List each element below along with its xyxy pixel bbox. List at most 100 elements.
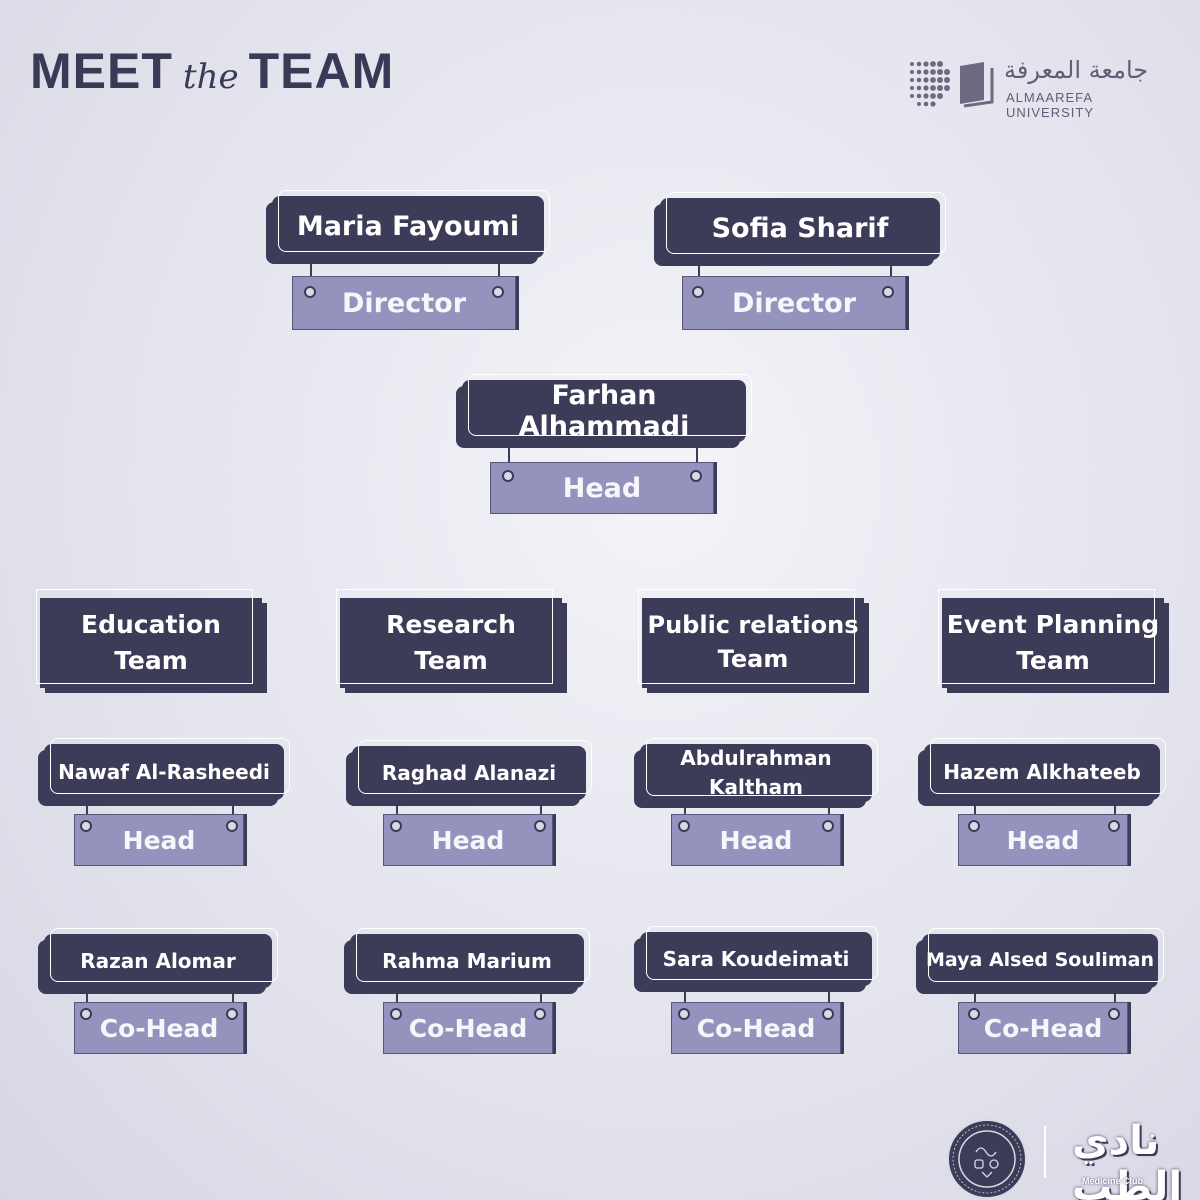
hanging-string <box>232 988 234 1006</box>
role-plate: Director <box>682 276 906 330</box>
name-plate: Maya Alsed Souliman <box>922 928 1164 988</box>
pin-icon <box>226 1008 238 1020</box>
hanging-string <box>310 258 312 276</box>
name-plate: Nawaf Al-Rasheedi <box>44 738 290 800</box>
pin-icon <box>534 1008 546 1020</box>
hanging-string <box>86 800 88 816</box>
pin-icon <box>678 1008 690 1020</box>
person-name: Maya Alsed Souliman <box>925 949 1155 972</box>
pin-icon <box>492 286 504 298</box>
role-label: Co-Head <box>696 1013 816 1043</box>
person-name: Sofia Sharif <box>711 213 889 245</box>
hanging-string <box>1114 800 1116 816</box>
role-plate: Head <box>74 814 244 866</box>
team-suffix: Team <box>114 646 188 675</box>
team-name: Education <box>81 609 221 639</box>
role-plate: Co-Head <box>74 1002 244 1054</box>
hanging-string <box>396 800 398 816</box>
role-plate: Head <box>671 814 841 866</box>
role-label: Head <box>122 825 196 855</box>
hanging-string <box>540 800 542 816</box>
role-label: Head <box>719 825 793 855</box>
role-label: Director <box>731 287 857 319</box>
role-label: Co-Head <box>983 1013 1103 1043</box>
hanging-string <box>232 800 234 816</box>
university-name-english: ALMAAREFA UNIVERSITY <box>1006 90 1095 120</box>
team-plate: Research Team <box>336 589 562 688</box>
team-plate: Event Planning Team <box>938 589 1164 688</box>
team-name: Event Planning <box>946 609 1160 639</box>
pin-icon <box>80 820 92 832</box>
person-name: Razan Alomar <box>80 948 236 973</box>
pin-icon <box>968 1008 980 1020</box>
name-plate: Raghad Alanazi <box>352 740 592 800</box>
interest-group-seal-icon <box>947 1119 1027 1199</box>
name-plate: Maria Fayoumi <box>272 190 550 258</box>
pin-icon <box>822 1008 834 1020</box>
person-name: Maria Fayoumi <box>296 211 520 243</box>
hanging-string <box>828 986 830 1004</box>
hanging-string <box>508 442 510 462</box>
title-team: TEAM <box>248 43 395 99</box>
pin-icon <box>1108 820 1120 832</box>
person-name: Sara Koudeimati <box>662 946 850 971</box>
medicine-club-logo-english: Medicine Club <box>1082 1176 1144 1186</box>
title-the: the <box>182 57 239 97</box>
pin-icon <box>822 820 834 832</box>
dot-grid-icon <box>910 61 950 107</box>
hanging-string <box>684 802 686 816</box>
pin-icon <box>692 286 704 298</box>
team-plate: Education Team <box>36 589 262 688</box>
role-plate: Head <box>958 814 1128 866</box>
person-name-line1: Abdulrahman <box>680 746 832 770</box>
role-plate: Head <box>383 814 553 866</box>
pin-icon <box>226 820 238 832</box>
pin-icon <box>690 470 702 482</box>
hanging-string <box>698 260 700 276</box>
role-label: Head <box>431 825 505 855</box>
pin-icon <box>304 286 316 298</box>
pin-icon <box>1108 1008 1120 1020</box>
name-plate: Razan Alomar <box>44 928 278 988</box>
hanging-string <box>1114 988 1116 1006</box>
pin-icon <box>502 470 514 482</box>
hanging-string <box>696 442 698 462</box>
person-name: Raghad Alanazi <box>381 760 557 785</box>
name-plate: Abdulrahman Kaltham <box>640 738 878 802</box>
role-label: Head <box>1006 825 1080 855</box>
university-logo: جامعة المعرفة ALMAAREFA UNIVERSITY <box>908 56 1168 120</box>
name-plate: Farhan Alhammadi <box>462 374 752 442</box>
hanging-string <box>828 802 830 816</box>
title-meet: MEET <box>30 43 173 99</box>
name-plate: Sara Koudeimati <box>640 926 878 986</box>
person-name: Rahma Marium <box>382 948 552 973</box>
role-label: Head <box>562 472 642 504</box>
name-plate: Rahma Marium <box>350 928 590 988</box>
medicine-club-logo-arabic: نادي الطب <box>1072 1118 1183 1200</box>
team-suffix: Team <box>414 646 488 675</box>
role-plate: Co-Head <box>671 1002 841 1054</box>
pin-icon <box>678 820 690 832</box>
pin-icon <box>534 820 546 832</box>
team-name: Public relations <box>647 611 859 640</box>
pin-icon <box>80 1008 92 1020</box>
role-label: Co-Head <box>99 1013 219 1043</box>
role-plate: Co-Head <box>383 1002 553 1054</box>
pin-icon <box>390 1008 402 1020</box>
team-suffix: Team <box>1016 646 1090 675</box>
page-title: MEET the TEAM <box>30 42 394 100</box>
pin-icon <box>390 820 402 832</box>
person-name: Nawaf Al-Rasheedi <box>58 759 270 784</box>
role-plate: Head <box>490 462 714 514</box>
logo-divider <box>1044 1126 1046 1178</box>
name-plate: Hazem Alkhateeb <box>924 738 1166 800</box>
university-name-arabic: جامعة المعرفة <box>1004 56 1149 84</box>
hanging-string <box>684 986 686 1004</box>
role-label: Co-Head <box>408 1013 528 1043</box>
person-name-line2: Kaltham <box>709 775 803 799</box>
hanging-string <box>498 258 500 276</box>
hanging-string <box>974 800 976 816</box>
role-plate: Director <box>292 276 516 330</box>
hanging-string <box>540 988 542 1006</box>
person-name: Farhan Alhammadi <box>518 379 690 442</box>
